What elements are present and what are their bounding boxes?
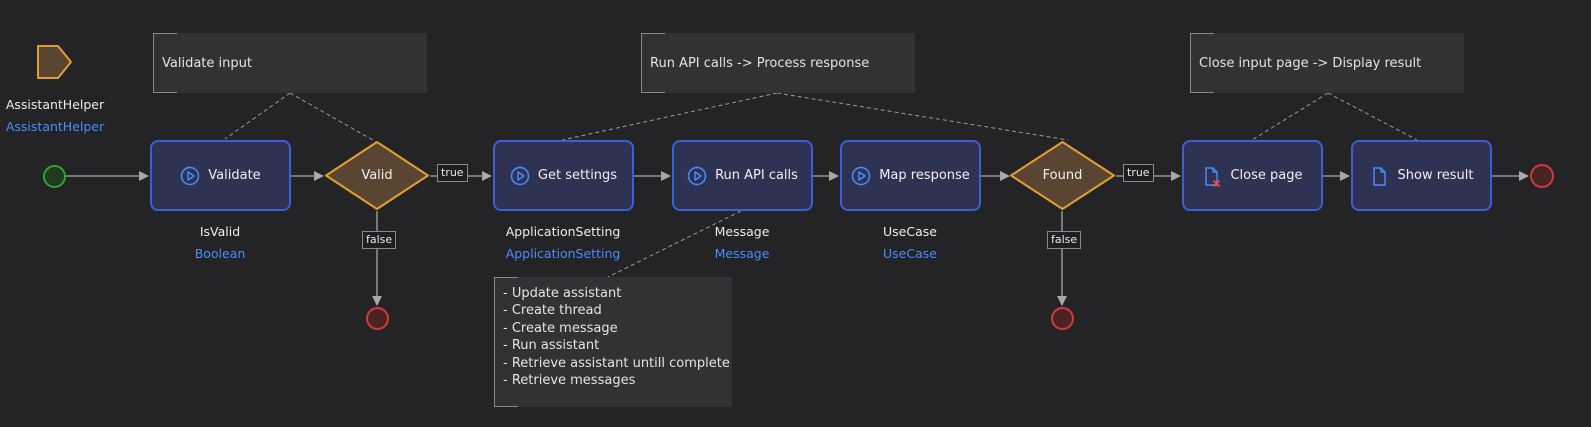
output-variable-name: ApplicationSetting (505, 224, 621, 239)
activity-get-settings[interactable]: Get settings (493, 140, 634, 211)
parameter-name: AssistantHelper (5, 97, 105, 112)
annotation-run-api[interactable]: Run API calls -> Process response (641, 33, 915, 93)
start-event[interactable] (43, 165, 66, 188)
api-note-line: - Update assistant (503, 286, 622, 301)
annotation-text: Run API calls -> Process response (650, 55, 870, 71)
flow-label-true: true (437, 164, 468, 182)
annotation-text: Close input page -> Display result (1199, 55, 1422, 71)
activity-label: Get settings (537, 168, 618, 183)
flow-label-true: true (1123, 164, 1154, 182)
annotation-api-steps[interactable]: - Update assistant - Create thread - Cre… (494, 277, 732, 407)
output-variable-type[interactable]: Message (714, 246, 770, 261)
annotation-bracket (1190, 33, 1214, 93)
output-variable-type[interactable]: Boolean (194, 246, 246, 261)
page-icon (1370, 166, 1390, 186)
play-circle-icon (510, 166, 530, 186)
end-event[interactable] (1051, 307, 1074, 330)
annotation-link (776, 92, 1069, 141)
activity-map-response[interactable]: Map response (840, 140, 981, 211)
activity-label: Map response (879, 168, 970, 183)
annotation-validate-input[interactable]: Validate input (153, 33, 427, 93)
output-variable-name: UseCase (883, 224, 937, 239)
api-note-line: - Create message (503, 320, 618, 336)
output-variable-type[interactable]: ApplicationSetting (505, 246, 621, 261)
output-variable-name: IsValid (199, 224, 241, 239)
decision-found[interactable]: Found (1009, 140, 1116, 211)
activity-label: Close page (1230, 168, 1303, 183)
play-circle-icon (851, 166, 871, 186)
activity-show-result[interactable]: Show result (1351, 140, 1492, 211)
annotation-bracket (494, 277, 518, 407)
activity-validate[interactable]: Validate (150, 140, 291, 211)
api-note-line: - Run assistant (503, 338, 600, 354)
annotation-link (1327, 92, 1418, 141)
api-note-line: - Create thread (503, 303, 602, 319)
annotation-link (561, 92, 778, 141)
activity-run-api-calls[interactable]: Run API calls (672, 140, 813, 211)
annotation-link (1251, 92, 1329, 141)
close-page-icon (1202, 166, 1222, 187)
api-note-line: - Retrieve assistant untill complete (503, 355, 730, 371)
annotation-bracket (153, 33, 177, 93)
end-event[interactable] (1530, 164, 1554, 188)
output-variable-type[interactable]: UseCase (883, 246, 937, 261)
annotation-link (224, 92, 291, 140)
play-circle-icon (180, 166, 200, 186)
api-note-line: - Retrieve messages (503, 373, 636, 389)
play-circle-icon (687, 166, 707, 186)
activity-label: Run API calls (715, 168, 798, 183)
activity-close-page[interactable]: Close page (1182, 140, 1323, 211)
parameter-type[interactable]: AssistantHelper (5, 119, 105, 134)
annotation-link (289, 92, 379, 144)
activity-label: Show result (1397, 168, 1474, 183)
decision-label: Found (1042, 168, 1083, 183)
annotation-text: Validate input (162, 55, 252, 71)
annotation-close-display[interactable]: Close input page -> Display result (1190, 33, 1464, 93)
activity-label: Validate (208, 168, 261, 183)
output-variable-name: Message (714, 224, 770, 239)
flow-label-false: false (1047, 231, 1082, 249)
decision-valid[interactable]: Valid (324, 140, 430, 211)
annotation-link (607, 210, 742, 278)
flow-label-false: false (362, 231, 397, 249)
decision-label: Valid (361, 168, 393, 183)
end-event[interactable] (366, 307, 389, 330)
annotation-bracket (641, 33, 665, 93)
parameter-icon[interactable] (36, 44, 74, 84)
